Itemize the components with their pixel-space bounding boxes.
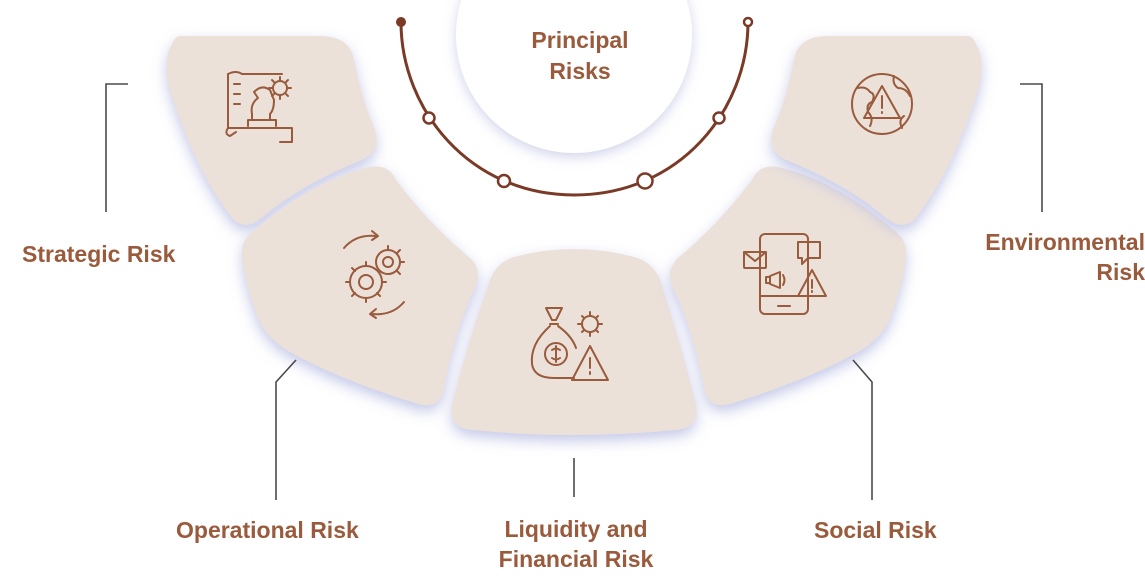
segment-social — [669, 166, 906, 406]
cycling-gears-icon — [343, 230, 405, 319]
label-environmental-line2: Risk — [1096, 259, 1145, 285]
label-liquidity-line1: Liquidity and — [504, 516, 648, 542]
center-circle — [456, 0, 692, 153]
label-social-risk: Social Risk — [814, 517, 937, 543]
center-arc — [399, 21, 750, 197]
segment-strategic — [166, 36, 377, 225]
leader-line-environmental — [1020, 83, 1043, 212]
label-strategic-risk: Strategic Risk — [22, 241, 176, 267]
money-bag-gear-warning-icon — [530, 307, 609, 381]
leader-line-strategic — [105, 83, 128, 212]
center-title-line1: Principal — [531, 27, 629, 53]
label-liquidity-financial-risk: Liquidity and Financial Risk — [460, 514, 692, 574]
label-environmental-risk: Environmental Risk — [955, 227, 1145, 287]
center-title-line2: Risks — [549, 58, 611, 84]
arc-node — [496, 173, 512, 189]
arc-node — [636, 172, 654, 190]
label-liquidity-line2: Financial Risk — [498, 546, 654, 572]
arc-node — [422, 111, 436, 125]
leader-line-operational — [275, 359, 297, 500]
arc-node — [712, 111, 726, 125]
globe-warning-icon — [851, 73, 913, 135]
label-environmental-line1: Environmental — [985, 229, 1145, 255]
label-operational-risk: Operational Risk — [176, 517, 359, 543]
segment-environmental — [771, 36, 982, 225]
center-title: Principal Risks — [520, 25, 640, 87]
smartphone-messages-warning-icon — [743, 233, 827, 315]
leader-lines — [105, 83, 1043, 500]
chess-knight-blueprint-gear-icon — [225, 71, 293, 143]
arc-node — [396, 17, 406, 27]
leader-line-social — [852, 359, 873, 500]
arc-node — [742, 16, 754, 28]
arc-nodes — [396, 16, 754, 190]
